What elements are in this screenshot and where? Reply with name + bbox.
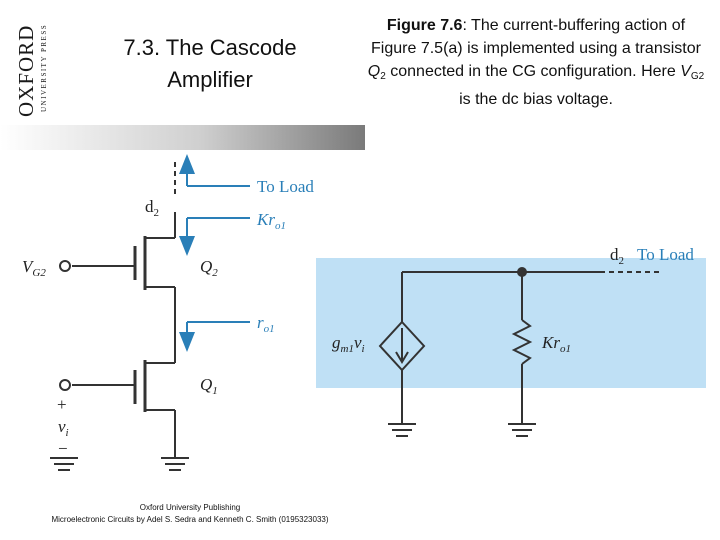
source-arrow-head [395, 351, 409, 364]
vi-terminal [59, 379, 71, 391]
left-plus-label: + [57, 395, 67, 414]
equivalent-circuit-panel [316, 258, 706, 388]
left-blue-arrows [179, 154, 250, 352]
right-kro1-label: Kro1 [541, 333, 571, 355]
left-q1-label: Q1 [200, 375, 218, 397]
left-d2-label: d2 [145, 197, 159, 219]
caption-text-3: is the dc bias voltage. [459, 91, 613, 108]
caption-q2-sub: 2 [380, 71, 386, 82]
caption-text-2: connected in the CG configuration. Here [385, 63, 681, 80]
left-vi-label: vi [58, 417, 69, 439]
left-q2-label: Q2 [200, 257, 218, 279]
vg2-terminal [59, 260, 71, 272]
right-gm1vi-label: gm1vi [332, 333, 365, 355]
publisher-logo: OXFORD UNIVERSITY PRESS [0, 0, 48, 125]
footer-line-1: Oxford University Publishing [139, 503, 241, 512]
left-vg2-label: VG2 [22, 257, 46, 279]
right-equivalent-circuit [378, 267, 660, 437]
left-ro1-label: ro1 [257, 313, 275, 335]
slide-title: 7.3. The Cascode Amplifier [123, 35, 297, 92]
footer-credit: Oxford University Publishing Microelectr… [0, 502, 380, 526]
right-d2-label: d2 [610, 245, 624, 267]
left-kro1-label: Kro1 [256, 210, 286, 232]
left-cascode-circuit [50, 162, 189, 471]
footer-line-2: Microelectronic Circuits by Adel S. Sedr… [51, 515, 329, 524]
left-minus-label: − [58, 439, 68, 458]
right-to-load-label: To Load [637, 245, 694, 264]
kro1-resistor [511, 319, 533, 365]
figure-caption: Figure 7.6: The current-buffering action… [366, 14, 706, 111]
figure-label: Figure 7.6 [386, 17, 463, 34]
caption-q2: Q [367, 63, 381, 80]
caption-text-1: : The current-buffering action of Figure… [371, 17, 701, 57]
caption-vg2: V [680, 63, 691, 80]
left-to-load-label: To Load [257, 177, 314, 196]
header-gradient-band [0, 125, 365, 150]
caption-vg2-sub: G2 [690, 71, 705, 82]
